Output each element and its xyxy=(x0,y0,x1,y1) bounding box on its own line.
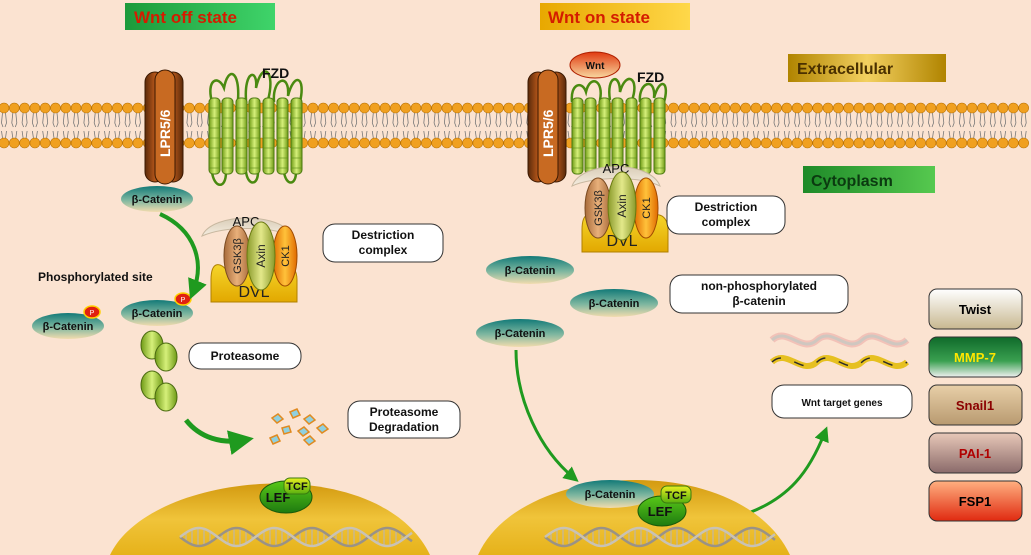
svg-text:Proteasome: Proteasome xyxy=(370,405,439,419)
fzd-receptor-left: FZD xyxy=(208,65,303,186)
off-state-title: Wnt off state xyxy=(125,3,275,30)
svg-text:TCF: TCF xyxy=(665,490,687,502)
svg-text:DVL: DVL xyxy=(606,233,637,250)
extracellular-label: Extracellular xyxy=(788,54,946,82)
beta-catenin-phosphorylated-free: β-Catenin P xyxy=(32,305,104,339)
proteasome-degradation-label: Proteasome Degradation xyxy=(347,400,461,439)
target-gene-mmp-7: MMP-7 xyxy=(928,336,1023,378)
svg-text:PAI-1: PAI-1 xyxy=(959,446,991,461)
svg-text:FZD: FZD xyxy=(262,65,289,81)
svg-text:CK1: CK1 xyxy=(641,197,653,218)
svg-text:FSP1: FSP1 xyxy=(959,494,992,509)
svg-text:Wnt target genes: Wnt target genes xyxy=(801,398,883,409)
destruction-complex-left: APC DVL GSK3β CK1 Axin xyxy=(201,214,298,303)
svg-text:TCF: TCF xyxy=(286,481,308,493)
beta-catenin-phosphorylated-bound: β-Catenin P xyxy=(121,292,193,326)
svg-text:GSK3β: GSK3β xyxy=(232,238,244,274)
svg-text:β-Catenin: β-Catenin xyxy=(585,489,636,501)
svg-text:β-catenin: β-catenin xyxy=(732,294,785,308)
svg-text:CK1: CK1 xyxy=(280,245,292,266)
svg-text:Destriction: Destriction xyxy=(695,200,758,214)
fzd-receptor-right: FZD xyxy=(570,69,668,175)
dna-helix-left xyxy=(179,526,413,548)
svg-text:P: P xyxy=(181,297,186,304)
svg-text:Wnt on state: Wnt on state xyxy=(548,8,650,27)
svg-text:LPR5/6: LPR5/6 xyxy=(540,109,556,157)
svg-text:β-Catenin: β-Catenin xyxy=(132,308,183,320)
svg-text:MMP-7: MMP-7 xyxy=(954,350,996,365)
svg-text:Axin: Axin xyxy=(254,244,268,267)
svg-text:Wnt off state: Wnt off state xyxy=(134,8,237,27)
rna-transcripts xyxy=(769,332,910,369)
cytoplasm-label: Cytoplasm xyxy=(803,166,935,193)
svg-text:P: P xyxy=(90,310,95,317)
svg-text:Axin: Axin xyxy=(615,194,629,217)
svg-text:non-phosphorylated: non-phosphorylated xyxy=(701,279,817,293)
svg-text:Extracellular: Extracellular xyxy=(797,61,893,78)
svg-text:LPR5/6: LPR5/6 xyxy=(157,109,173,157)
svg-text:Wnt: Wnt xyxy=(586,61,606,72)
beta-catenin-free-1: β-Catenin xyxy=(486,256,574,284)
phosphorylated-site-label: Phosphorylated site xyxy=(38,270,153,284)
beta-catenin-free-3: β-Catenin xyxy=(476,319,564,347)
target-gene-snail1: Snail1 xyxy=(928,384,1023,426)
non-phosphorylated-label: non-phosphorylated β-catenin xyxy=(669,274,849,314)
beta-catenin-free-2: β-Catenin xyxy=(570,289,658,317)
on-state-title: Wnt on state xyxy=(540,3,690,30)
arrow-to-degradation xyxy=(184,418,254,455)
svg-text:β-Catenin: β-Catenin xyxy=(589,298,640,310)
nucleus-right: β-Catenin LEF TCF xyxy=(478,479,790,555)
lrp-receptor-right: LPR5/6 xyxy=(527,69,567,185)
proteasome-barrel xyxy=(140,330,178,412)
nucleus-left: LEF TCF xyxy=(110,477,430,555)
proteasome-label: Proteasome xyxy=(188,342,302,370)
degradation-fragments xyxy=(268,408,330,446)
beta-catenin-left-top: β-Catenin xyxy=(121,186,193,212)
arrow-to-target-genes xyxy=(739,426,829,518)
svg-text:Proteasome: Proteasome xyxy=(211,349,280,363)
svg-text:β-Catenin: β-Catenin xyxy=(132,194,183,206)
wnt-ligand: Wnt xyxy=(569,51,621,79)
arrow-catenin-to-complex xyxy=(159,212,207,300)
svg-text:LEF: LEF xyxy=(266,490,291,505)
destruction-complex-label-right: Destriction complex xyxy=(666,195,786,235)
svg-text:Degradation: Degradation xyxy=(369,420,439,434)
target-gene-fsp1: FSP1 xyxy=(928,480,1023,522)
lrp-receptor-left: LPR5/6 xyxy=(144,69,184,185)
svg-text:β-Catenin: β-Catenin xyxy=(505,265,556,277)
svg-text:LEF: LEF xyxy=(648,504,673,519)
svg-text:β-Catenin: β-Catenin xyxy=(495,328,546,340)
target-gene-twist: Twist xyxy=(928,288,1023,330)
svg-text:complex: complex xyxy=(359,243,408,257)
svg-text:Snail1: Snail1 xyxy=(956,398,994,413)
destruction-complex-right: APC DVL GSK3β CK1 Axin xyxy=(571,161,669,253)
svg-text:complex: complex xyxy=(702,215,751,229)
dna-helix-right xyxy=(544,526,776,548)
svg-text:Cytoplasm: Cytoplasm xyxy=(811,173,893,190)
svg-text:Destriction: Destriction xyxy=(352,228,415,242)
svg-text:APC: APC xyxy=(233,214,260,229)
arrow-catenin-to-nucleus xyxy=(514,349,579,482)
destruction-complex-label-left: Destriction complex xyxy=(322,223,444,263)
svg-text:β-Catenin: β-Catenin xyxy=(43,321,94,333)
svg-text:FZD: FZD xyxy=(637,69,664,85)
svg-text:Twist: Twist xyxy=(959,302,992,317)
target-gene-pai-1: PAI-1 xyxy=(928,432,1023,474)
svg-text:GSK3β: GSK3β xyxy=(593,190,605,226)
wnt-target-genes-label: Wnt target genes xyxy=(771,384,913,419)
